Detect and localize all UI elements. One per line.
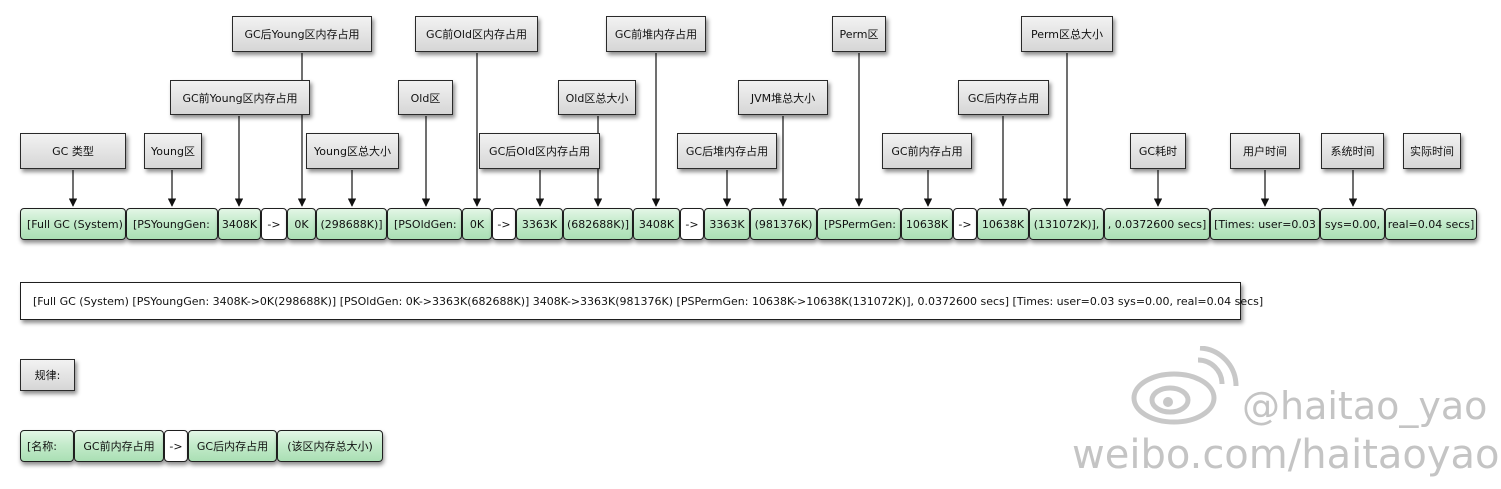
segment-perm-after: 10638K	[977, 208, 1029, 240]
label-real-time: 实际时间	[1403, 133, 1461, 169]
segment-full-gc: [Full GC (System)	[20, 208, 126, 240]
segment-heap-before: 3408K	[633, 208, 680, 240]
segment-heap-total: (981376K)	[750, 208, 817, 240]
weibo-logo-icon	[1131, 346, 1239, 425]
label-young-before: GC前Young区内存占用	[170, 80, 310, 115]
segment-arrow-1: ->	[261, 208, 287, 240]
segment-ps-young: [PSYoungGen:	[126, 208, 218, 240]
segment-old-before: 0K	[462, 208, 492, 240]
label-gc-type: GC 类型	[20, 133, 126, 169]
watermark-url: weibo.com/haitaoyao	[1072, 432, 1500, 478]
label-young-area: Young区	[144, 133, 202, 169]
segment-ps-old: [PSOldGen:	[387, 208, 462, 240]
full-log-line: [Full GC (System) [PSYoungGen: 3408K->0K…	[20, 282, 1263, 320]
rule-name: [名称:	[20, 430, 74, 462]
label-gc-time: GC耗时	[1130, 133, 1186, 169]
label-sys-time: 系统时间	[1321, 133, 1384, 169]
rule-title: 规律:	[20, 359, 75, 391]
segment-real: real=0.04 secs]	[1385, 208, 1477, 240]
rule-total: (该区内存总大小)	[277, 430, 383, 462]
label-old-after: GC后Old区内存占用	[479, 133, 600, 169]
segment-times-user: [Times: user=0.03	[1210, 208, 1320, 240]
segment-young-before: 3408K	[218, 208, 261, 240]
rule-before: GC前内存占用	[74, 430, 164, 462]
label-old-total: Old区总大小	[558, 80, 636, 115]
label-young-total: Young区总大小	[306, 133, 399, 169]
segment-old-total: (682688K)]	[563, 208, 633, 240]
segment-arrow-3: ->	[680, 208, 704, 240]
label-young-after: GC后Young区内存占用	[232, 16, 372, 52]
segment-old-after: 3363K	[516, 208, 563, 240]
label-perm-before: GC前内存占用	[882, 133, 972, 169]
label-perm-total: Perm区总大小	[1021, 16, 1113, 52]
label-perm-after: GC后内存占用	[958, 80, 1049, 115]
segment-young-after: 0K	[287, 208, 316, 240]
segment-sys: sys=0.00,	[1320, 208, 1385, 240]
label-jvm-heap-total: JVM堆总大小	[738, 80, 828, 115]
segment-arrow-4: ->	[953, 208, 977, 240]
label-heap-before: GC前堆内存占用	[606, 16, 706, 52]
segment-gc-secs: , 0.0372600 secs]	[1104, 208, 1210, 240]
label-user-time: 用户时间	[1230, 133, 1300, 169]
rule-after: GC后内存占用	[188, 430, 277, 462]
rule-arrow: ->	[164, 430, 188, 462]
segment-young-total: (298688K)]	[316, 208, 387, 240]
segment-ps-perm: [PSPermGen:	[817, 208, 901, 240]
segment-perm-before: 10638K	[901, 208, 953, 240]
segment-heap-after: 3363K	[704, 208, 750, 240]
label-perm-area: Perm区	[832, 16, 886, 52]
label-heap-after: GC后堆内存占用	[677, 133, 777, 169]
segment-perm-total: (131072K)],	[1029, 208, 1104, 240]
segment-arrow-2: ->	[492, 208, 516, 240]
label-old-before: GC前Old区内存占用	[415, 16, 538, 52]
label-old-area: Old区	[398, 80, 453, 115]
watermark-handle: @haitao_yao	[1242, 384, 1488, 428]
